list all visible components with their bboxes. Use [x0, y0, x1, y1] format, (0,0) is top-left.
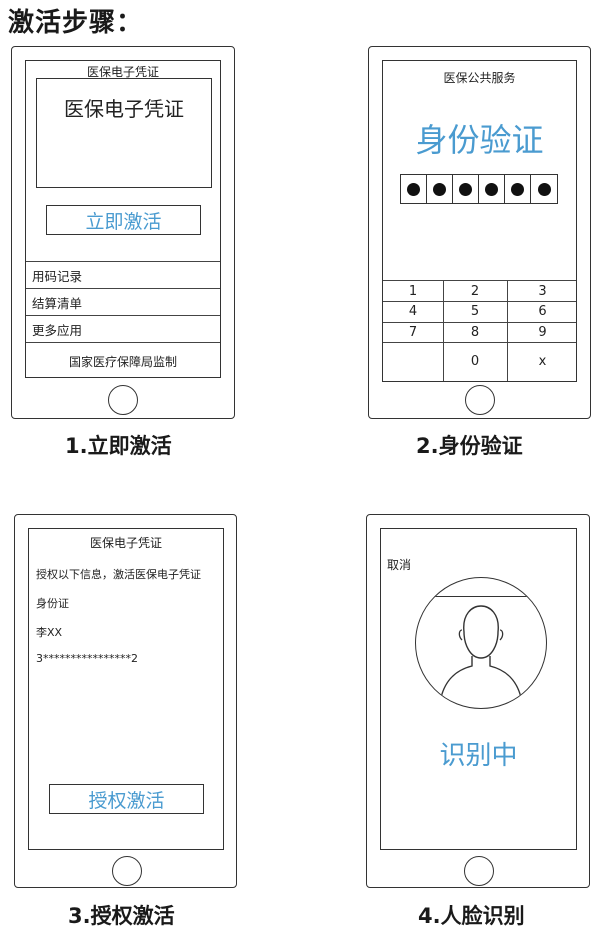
home-button[interactable]	[112, 856, 142, 886]
keypad-key-1[interactable]: 1	[408, 283, 418, 299]
step-4-caption: 4.人脸识别	[418, 904, 525, 928]
issuer-footer: 国家医疗保障局监制	[26, 342, 220, 377]
screen-title: 医保电子凭证	[89, 536, 162, 550]
menu-item-label: 结算清单	[32, 295, 83, 311]
step-1-caption: 1.立即激活	[65, 434, 172, 458]
recognizing-status: 识别中	[439, 741, 518, 771]
authorize-activate-button[interactable]: 授权激活	[49, 784, 204, 814]
menu-item-label: 更多应用	[32, 322, 83, 338]
phone-4-screen: 取消 识别中	[380, 528, 577, 850]
pin-digit	[479, 175, 505, 203]
pin-digit	[453, 175, 479, 203]
authorization-notice: 授权以下信息，激活医保电子凭证	[36, 568, 201, 581]
step-2-caption: 2.身份验证	[416, 434, 523, 458]
keypad-key-blank	[383, 342, 443, 381]
keypad-key-7[interactable]: 7	[408, 324, 418, 340]
ecard-title: 医保电子凭证	[64, 97, 184, 121]
keypad-key-0[interactable]: 0	[470, 354, 480, 369]
menu-item-settlement[interactable]: 结算清单	[26, 288, 220, 315]
screen-title: 医保公共服务	[443, 71, 516, 85]
face-capture-frame	[415, 577, 547, 709]
screen-title: 医保电子凭证	[86, 65, 159, 79]
phone-step-2: 医保公共服务 身份验证 1 2 3 4 5 6 7 8 9 0	[368, 46, 591, 419]
step-3-caption: 3.授权激活	[68, 904, 175, 928]
menu-item-records[interactable]: 用码记录	[26, 261, 220, 288]
home-button[interactable]	[465, 385, 495, 415]
pin-digit	[531, 175, 557, 203]
pin-digit	[427, 175, 453, 203]
activate-now-button[interactable]: 立即激活	[46, 205, 201, 235]
pin-digit	[505, 175, 531, 203]
pin-digit	[401, 175, 427, 203]
pin-entry-field[interactable]	[400, 174, 558, 204]
keypad-key-8[interactable]: 8	[470, 324, 480, 340]
ecard-panel: 医保电子凭证	[36, 78, 212, 188]
id-type-label: 身份证	[36, 597, 69, 610]
phone-step-1: 医保电子凭证 医保电子凭证 立即激活 用码记录 结算清单 更多应用 国家医疗保障…	[11, 46, 235, 419]
keypad-key-9[interactable]: 9	[538, 324, 547, 340]
holder-name: 李XX	[36, 626, 63, 639]
phone-3-screen: 医保电子凭证 授权以下信息，激活医保电子凭证 身份证 李XX 3********…	[28, 528, 224, 850]
phone-step-4: 取消 识别中	[366, 514, 590, 888]
page-heading: 激活步骤：	[8, 8, 144, 38]
home-button[interactable]	[464, 856, 494, 886]
keypad-key-4[interactable]: 4	[408, 304, 418, 319]
identity-verify-title: 身份验证	[415, 121, 544, 159]
menu-item-label: 用码记录	[32, 268, 83, 284]
keypad-key-delete[interactable]: x	[538, 354, 547, 369]
menu-item-more-apps[interactable]: 更多应用	[26, 315, 220, 342]
keypad-key-2[interactable]: 2	[470, 283, 480, 299]
phone-2-screen: 医保公共服务 身份验证 1 2 3 4 5 6 7 8 9 0	[382, 60, 577, 382]
phone-step-3: 医保电子凭证 授权以下信息，激活医保电子凭证 身份证 李XX 3********…	[14, 514, 237, 888]
home-button[interactable]	[108, 385, 138, 415]
masked-id-number: 3****************2	[36, 652, 138, 665]
keypad-key-6[interactable]: 6	[538, 304, 547, 319]
keypad-key-3[interactable]: 3	[538, 283, 547, 299]
phone-1-screen: 医保电子凭证 医保电子凭证 立即激活 用码记录 结算清单 更多应用 国家医疗保障…	[25, 60, 221, 378]
numeric-keypad: 1 2 3 4 5 6 7 8 9 0 x	[383, 280, 576, 381]
person-silhouette-icon	[439, 605, 523, 703]
cancel-link[interactable]: 取消	[387, 558, 412, 572]
keypad-key-5[interactable]: 5	[470, 304, 480, 319]
scan-line	[416, 596, 546, 597]
